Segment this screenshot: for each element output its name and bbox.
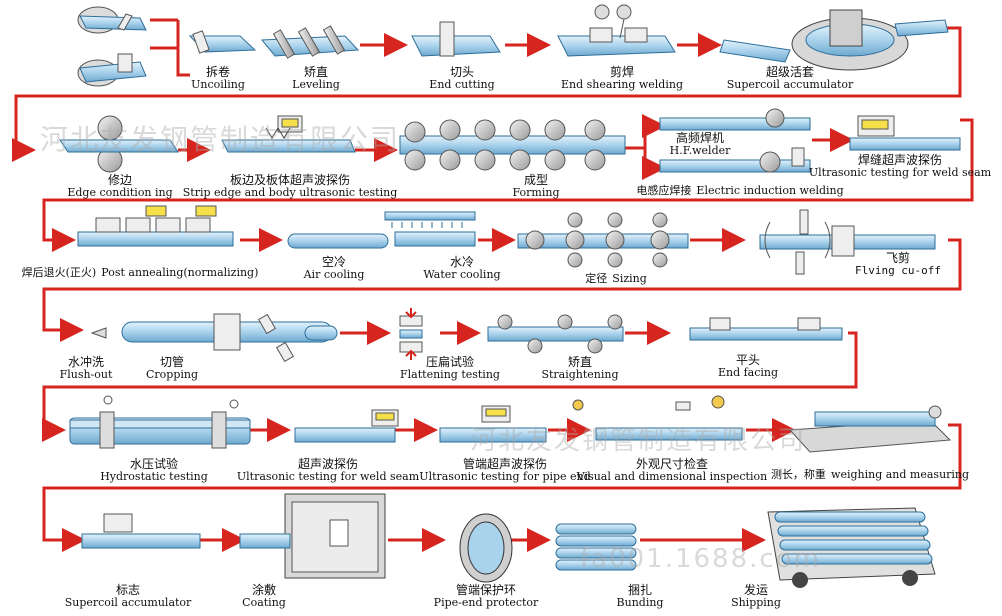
flow-line bbox=[12, 18, 974, 552]
step-label-electric-induction-welding: 电感应焊接 Electric induction welding bbox=[636, 184, 844, 197]
weighing-measuring-illustration bbox=[788, 405, 952, 453]
hydrostatic-test-illustration bbox=[69, 395, 251, 449]
watermark: 河北友发钢管制造有限公司 bbox=[40, 123, 401, 156]
sizing-illustration bbox=[517, 212, 689, 268]
marking-illustration bbox=[81, 513, 201, 549]
post-annealing-illustration bbox=[77, 205, 234, 247]
weld-seam-ultrasonic-illustration bbox=[849, 115, 961, 151]
end-facing-illustration bbox=[689, 317, 843, 341]
flying-cutoff-illustration bbox=[759, 209, 936, 275]
end-cutting-illustration bbox=[411, 21, 501, 57]
hf-welder-illustration bbox=[659, 108, 811, 173]
coating-illustration bbox=[239, 493, 386, 579]
water-cooling-illustration bbox=[384, 211, 476, 247]
step-label-sizing: 定径 Sizing bbox=[585, 272, 647, 285]
uncoiling-illustration bbox=[77, 6, 147, 87]
watermark: 河北友发钢管制造有限公司 bbox=[470, 426, 807, 456]
edge-conditioning-illustration bbox=[59, 115, 179, 173]
watermark: fa001.1688.com bbox=[580, 544, 821, 574]
flattening-test-illustration bbox=[399, 308, 423, 360]
supercoil-accumulator-illustration bbox=[719, 9, 949, 71]
leveling-illustration bbox=[260, 25, 360, 59]
air-cooling-illustration bbox=[287, 233, 389, 249]
flush-out-illustration bbox=[90, 321, 333, 343]
weld-seam-ut-illustration bbox=[294, 409, 399, 443]
pipe-end-ut-illustration bbox=[439, 405, 547, 443]
step-label-weighing-measuring: 测长，称重 weighing and measuring bbox=[770, 468, 970, 481]
bundling-illustration bbox=[555, 523, 637, 571]
pipe-end-protector-illustration bbox=[459, 513, 513, 583]
forming-illustration bbox=[399, 119, 626, 171]
visual-inspection-illustration bbox=[572, 395, 743, 441]
strip-ultrasonic-illustration bbox=[221, 115, 356, 153]
cropping-illustration bbox=[213, 313, 338, 363]
step-label-post-annealing: 焊后退火(正火) Post annealing(normalizing) bbox=[21, 266, 259, 279]
uncoiling-strip bbox=[188, 30, 257, 54]
straightening-illustration bbox=[487, 314, 624, 354]
end-shearing-welding-illustration bbox=[557, 4, 676, 57]
shipping-illustration bbox=[767, 507, 936, 588]
